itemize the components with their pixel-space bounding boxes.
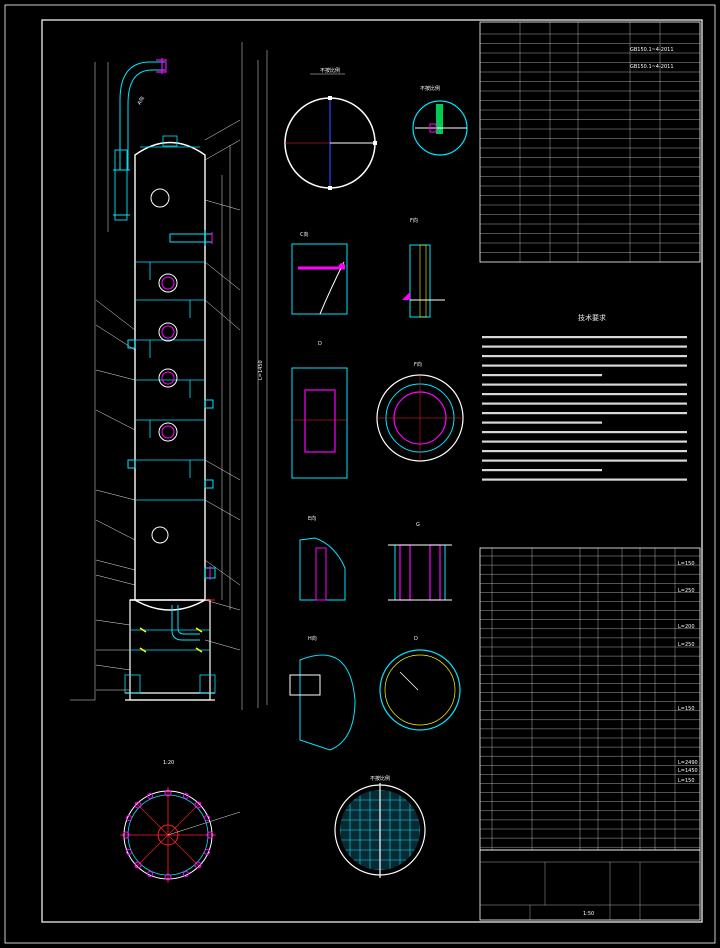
inner-border bbox=[41, 19, 703, 923]
bom-length-label: L=150 bbox=[678, 706, 695, 712]
detail-mesh-pad: 不按比例 bbox=[334, 775, 426, 878]
view-label-a: A向 bbox=[136, 95, 146, 106]
note-text-line bbox=[482, 440, 687, 443]
title-block-scale: 1:50 bbox=[583, 911, 594, 917]
detail-c-title: C向 bbox=[300, 231, 309, 238]
detail-b-title: 不按比例 bbox=[420, 85, 440, 92]
technical-requirements: 技术要求 bbox=[482, 313, 687, 481]
bom-length-label: L=150 bbox=[678, 561, 695, 567]
plan-view-scale: 1:20 bbox=[163, 760, 174, 766]
bom-length-label: L=250 bbox=[678, 588, 695, 594]
note-text-line bbox=[482, 450, 687, 453]
detail-section-f: F向 bbox=[402, 217, 445, 318]
note-text-line bbox=[482, 383, 687, 386]
detail-e-title: E向 bbox=[308, 515, 316, 522]
detail-section-e: E向 bbox=[299, 515, 346, 601]
design-standard-ref: GB150.1~4-2011 bbox=[630, 47, 674, 53]
bom-length-label: L=250 bbox=[678, 642, 695, 648]
bill-of-materials: L=150L=250L=200L=250L=150L=1450L=150L=24… bbox=[479, 547, 701, 851]
detail-h-title: H向 bbox=[308, 635, 317, 642]
detail-d-circle-title: F向 bbox=[414, 361, 422, 368]
detail-section-b: 不按比例 bbox=[412, 85, 468, 156]
outer-border bbox=[4, 4, 716, 944]
note-text-line bbox=[482, 345, 687, 348]
bom-length-label: L=150 bbox=[678, 778, 695, 784]
note-text-line bbox=[482, 478, 687, 481]
vessel-elevation: L=1450 bbox=[70, 42, 268, 710]
design-data-table: GB150.1~4-2011 GB150.1~4-2011 bbox=[479, 21, 701, 263]
note-text-line bbox=[482, 469, 602, 472]
note-text-line bbox=[482, 393, 687, 396]
note-text-line bbox=[482, 459, 687, 462]
title-block: 1:50 bbox=[479, 849, 701, 921]
total-height-dim: L=1450 bbox=[258, 360, 264, 380]
design-standard-ref-2: GB150.1~4-2011 bbox=[630, 64, 674, 70]
note-text-line bbox=[482, 364, 687, 367]
detail-g-title: G bbox=[416, 522, 420, 528]
detail-f-title: F向 bbox=[410, 217, 418, 224]
bom-length-label: L=200 bbox=[678, 624, 695, 630]
detail-section-a: 不按比例 bbox=[284, 67, 377, 190]
note-text-line bbox=[482, 421, 602, 424]
note-text-line bbox=[482, 402, 687, 405]
bom-length-label: L=2490 bbox=[678, 760, 698, 766]
notes-heading: 技术要求 bbox=[578, 313, 606, 322]
bom-length-label: L=1450 bbox=[678, 768, 698, 774]
detail-a-title: 不按比例 bbox=[320, 67, 340, 74]
nozzle-orientation-plan: 1:20 bbox=[120, 760, 241, 883]
note-text-line bbox=[482, 412, 687, 415]
note-text-line bbox=[482, 355, 687, 358]
detail-section-h: H向 D bbox=[289, 635, 461, 751]
note-text-line bbox=[482, 431, 687, 434]
detail-section-c: C向 bbox=[291, 231, 348, 315]
note-text-line bbox=[482, 374, 602, 377]
mesh-pad-title: 不按比例 bbox=[370, 775, 390, 782]
detail-section-d: D F向 bbox=[291, 341, 464, 479]
detail-d-title: D bbox=[318, 341, 322, 347]
detail-h-circle-title: D bbox=[414, 636, 418, 642]
note-text-line bbox=[482, 336, 687, 339]
detail-section-g: G bbox=[388, 522, 452, 601]
